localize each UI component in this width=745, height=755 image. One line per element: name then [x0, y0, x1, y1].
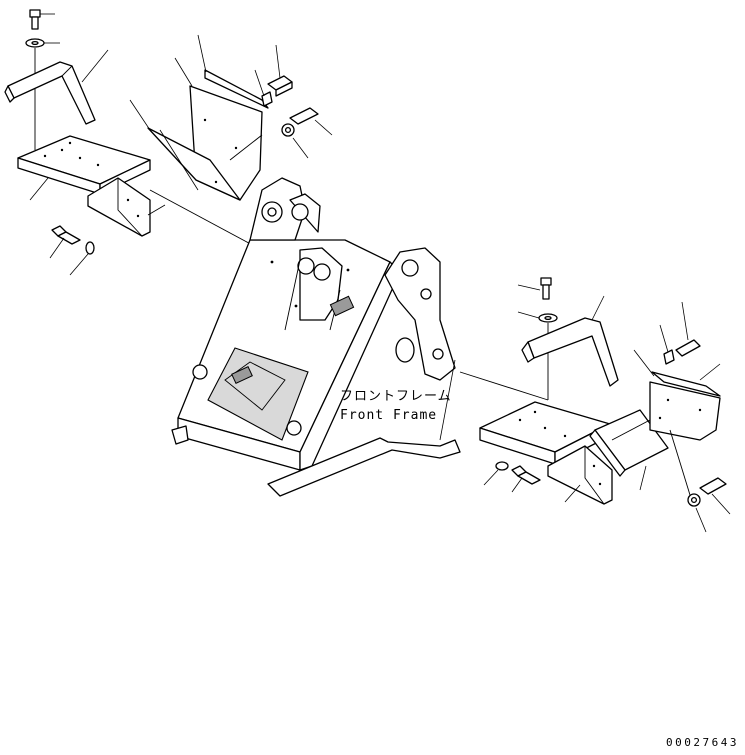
guard-right — [521, 295, 619, 387]
bolt-upper-center — [254, 44, 293, 107]
front-frame-label-jp: フロントフレーム — [340, 389, 452, 404]
bolt-right-bottom — [687, 477, 731, 533]
document-number: 00027643 — [666, 736, 739, 749]
bolt-lower-left — [49, 225, 81, 259]
bolt-lower-right — [511, 465, 541, 493]
right-step-assembly — [459, 277, 731, 533]
washer-lower-right — [483, 461, 509, 486]
bolt-top-right — [517, 277, 552, 300]
bolt-right-top — [659, 301, 701, 365]
left-step-assembly — [4, 9, 259, 276]
cover-upper-left — [129, 34, 269, 201]
bolt-top-left — [29, 9, 55, 30]
front-frame-label-en: Front Frame — [340, 408, 437, 423]
front-frame — [171, 177, 461, 497]
step-plate-right — [479, 401, 611, 465]
washer-top-right — [517, 311, 558, 323]
washer-lower-left — [69, 241, 95, 276]
bolt-upper-right — [281, 107, 333, 159]
washer-top-left — [25, 38, 60, 48]
bracket-right — [547, 445, 613, 505]
bracket-left — [87, 177, 166, 237]
guard-left — [4, 49, 109, 125]
cover-right — [611, 349, 721, 496]
